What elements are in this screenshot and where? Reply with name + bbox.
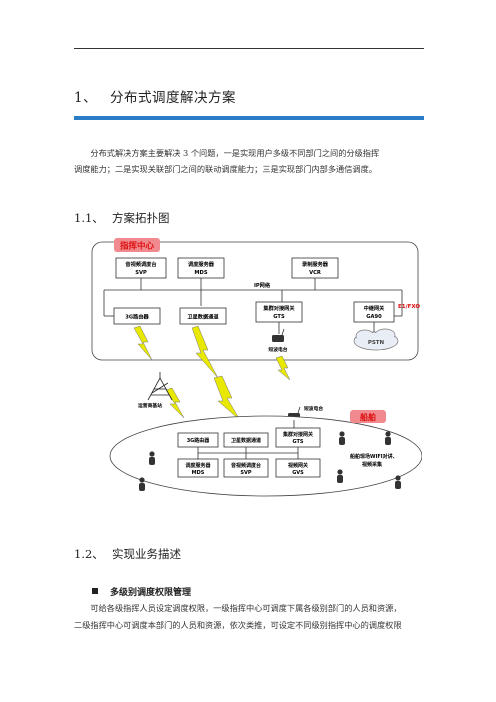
header-rule xyxy=(74,48,424,49)
ship-satellite-label: 卫星数据通道 xyxy=(231,437,261,444)
body-line: 可给各级指挥人员设定调度权限，一级指挥中心可调度下属各级别部门的人员和资源， xyxy=(90,603,402,613)
pstn-cloud xyxy=(353,328,399,351)
satellite-label: 卫星数据通道 xyxy=(187,313,219,321)
lightning-bolt xyxy=(191,325,219,379)
svp-label: 音视频调度台 xyxy=(125,260,156,268)
person-icon xyxy=(385,431,391,445)
bullet-square-icon xyxy=(92,588,98,594)
shortwave-radio-icon xyxy=(272,328,285,342)
svp-code: SVP xyxy=(135,270,147,276)
lightning-bolt xyxy=(165,387,185,419)
ship-gvs-label: 视频网关 xyxy=(288,462,308,469)
heading-title: 实现业务描述 xyxy=(112,547,181,561)
lightning-bolt xyxy=(213,375,241,421)
ip-network-label: IP网络 xyxy=(254,281,271,289)
ship-svp-code: SVP xyxy=(240,470,251,476)
topology-diagram: 指挥中心 音视频调度台 SVP 调度服务器 MDS 录制服务器 VCR IP网络… xyxy=(91,238,422,497)
wifi-label: 船舶现场WIFI对讲、 xyxy=(350,453,398,460)
body-paragraph: 可给各级指挥人员设定调度权限，一级指挥中心可调度下属各级别部门的人员和资源， 二… xyxy=(74,600,424,634)
section-heading-1-2: 1.2、实现业务描述 xyxy=(74,546,181,562)
intro-line: 调度能力；二是实现关联部门之间的联动调度能力；三是实现部门内部多通信调度。 xyxy=(74,164,377,174)
mds-code: MDS xyxy=(194,270,207,276)
gts-code: GTS xyxy=(273,314,285,320)
router-3g-box xyxy=(113,307,161,325)
base-station-tower-icon xyxy=(147,372,173,401)
bullet-text: 多级别调度权限管理 xyxy=(110,588,192,598)
gts-label: 集群对接网关 xyxy=(262,304,295,312)
base-station-label: 运营商基站 xyxy=(138,402,162,409)
ship-gts-code: GTS xyxy=(292,439,303,445)
ship-mds-code: MDS xyxy=(192,470,205,476)
section-heading-1: 1、分布式调度解决方案 xyxy=(74,86,236,106)
heading-number: 1.1、 xyxy=(74,211,104,225)
e1fxo-label: E1/FXO xyxy=(398,304,420,310)
router-3g-label: 3G路由器 xyxy=(125,313,149,321)
ship-svp-box xyxy=(223,458,269,478)
heading-number: 1、 xyxy=(74,90,98,106)
heading-number: 1.2、 xyxy=(74,547,104,561)
person-icon xyxy=(139,477,145,491)
ship-gts-label: 集群对接网关 xyxy=(282,431,313,438)
person-icon xyxy=(149,451,155,465)
ga90-label: 中继网关 xyxy=(364,304,386,312)
command-center-banner xyxy=(114,238,160,252)
person-icon xyxy=(339,431,345,445)
mds-label: 调度服务器 xyxy=(188,260,215,268)
ship-banner xyxy=(350,410,386,423)
lightning-bolt xyxy=(275,355,291,381)
radio-label-1: 短波电台 xyxy=(268,346,287,353)
ship-gvs-code: GVS xyxy=(292,470,304,476)
lightning-bolt xyxy=(133,325,153,361)
body-line: 二级指挥中心可调度本部门的人员和资源，依次类推，可设定不同级别指挥中心的调度权限 xyxy=(74,620,402,630)
ship-router-label: 3G路由器 xyxy=(187,437,211,444)
person-icon xyxy=(337,469,343,483)
person-icon xyxy=(395,475,401,489)
intro-paragraph: 分布式解决方案主要解决 3 个问题，一是实现用户多级不同部门之间的分级指挥 调度… xyxy=(74,145,424,177)
bullet-item: 多级别调度权限管理 xyxy=(92,585,191,598)
section-heading-1-1: 1.1、方案拓扑图 xyxy=(74,210,170,226)
vcr-label: 录制服务器 xyxy=(302,260,329,268)
ga90-code: GA90 xyxy=(366,314,382,320)
command-center-label: 指挥中心 xyxy=(120,241,155,252)
satellite-box xyxy=(179,307,227,325)
vcr-code: VCR xyxy=(309,270,321,276)
ship-svp-label: 音视频调度台 xyxy=(231,462,261,469)
radio-label-2: 短波电台 xyxy=(304,405,323,412)
heading-underline-bar xyxy=(74,116,424,120)
intro-line: 分布式解决方案主要解决 3 个问题，一是实现用户多级不同部门之间的分级指挥 xyxy=(90,148,380,158)
ship-gvs-box xyxy=(275,458,321,478)
ship-label: 船舶 xyxy=(360,412,376,422)
ship-mds-label: 调度服务器 xyxy=(185,462,211,469)
heading-title: 方案拓扑图 xyxy=(112,211,170,225)
heading-title: 分布式调度解决方案 xyxy=(110,90,236,106)
ship-mds-box xyxy=(177,458,219,478)
pstn-label: PSTN xyxy=(368,340,385,346)
wifi-sublabel: 视频采集 xyxy=(362,461,383,468)
